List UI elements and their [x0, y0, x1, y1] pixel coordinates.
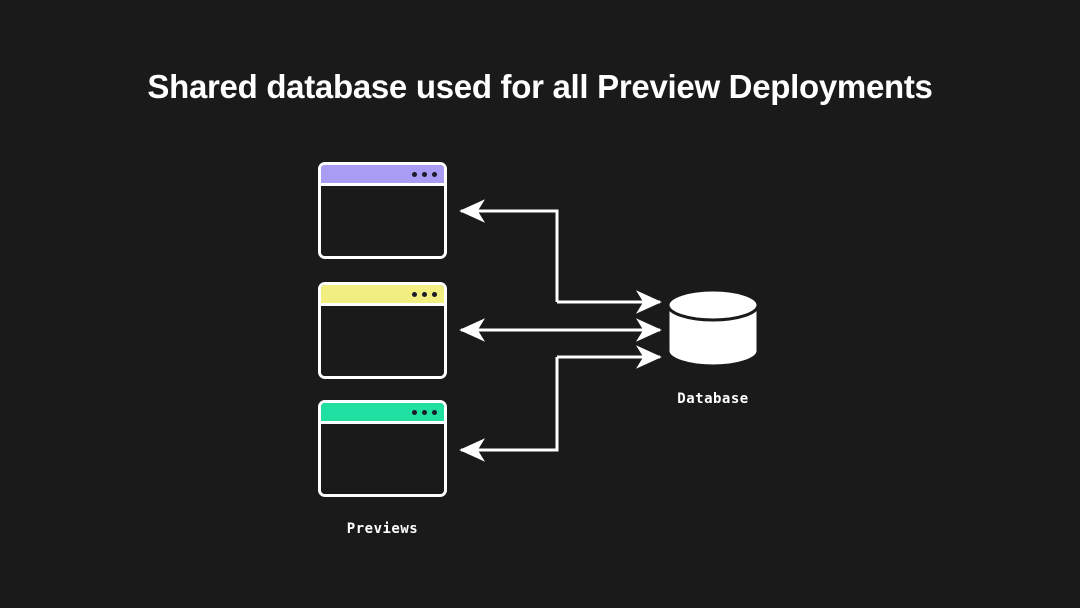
preview-window-2[interactable] [318, 282, 447, 379]
previews-group-label: Previews [346, 521, 419, 537]
preview-window-2-titlebar [321, 285, 444, 306]
connector-3-to-preview-segment [459, 357, 559, 462]
connector-1-to-preview-segment [459, 199, 559, 302]
preview-window-3-titlebar [321, 403, 444, 424]
connector-preview-1-database [459, 199, 662, 314]
window-dot-icon [432, 291, 437, 297]
page-title: Shared database used for all Preview Dep… [147, 68, 933, 105]
window-dot-icon [422, 171, 427, 177]
database-cylinder-icon [666, 288, 760, 368]
connector-preview-3-database [459, 345, 662, 462]
window-dot-icon [432, 409, 437, 415]
window-dot-icon [422, 409, 427, 415]
preview-window-2-content [321, 306, 444, 376]
window-dot-icon [412, 409, 417, 415]
database-top-ellipse [666, 288, 760, 322]
window-dot-icon [412, 291, 417, 297]
preview-window-3[interactable] [318, 400, 447, 497]
preview-window-1[interactable] [318, 162, 447, 259]
database-body [666, 303, 760, 368]
window-dot-icon [432, 171, 437, 177]
window-dot-icon [412, 171, 417, 177]
preview-window-1-content [321, 186, 444, 256]
window-dot-icon [422, 291, 427, 297]
preview-window-3-content [321, 424, 444, 494]
preview-window-1-titlebar [321, 165, 444, 186]
database-label: Database [677, 391, 749, 407]
